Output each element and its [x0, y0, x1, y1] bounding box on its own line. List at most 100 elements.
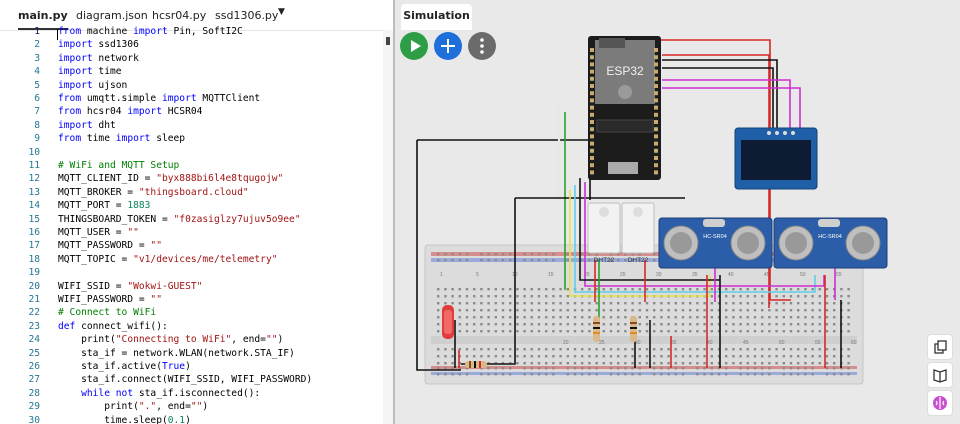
code-token: # Connect to WiFi [58, 307, 157, 319]
code-text: MQTT_TOPIC = "v1/devices/me/telemetry" [58, 253, 278, 266]
tab-main-py[interactable]: main.py [18, 0, 68, 30]
resistor-3[interactable] [630, 316, 637, 342]
code-token: from [58, 133, 82, 145]
code-line[interactable]: 19 [0, 266, 380, 279]
oled-display[interactable] [734, 127, 818, 190]
code-token [58, 388, 81, 399]
editor-scrollbar[interactable] [383, 30, 393, 424]
code-text: MQTT_PASSWORD = "" [58, 239, 162, 252]
tab-ssd1306-py[interactable]: ssd1306.py [215, 9, 279, 22]
code-token: MQTT_BROKER = [58, 186, 139, 198]
code-token: MQTT_TOPIC = [58, 253, 134, 265]
wires [416, 39, 842, 371]
editor-scroll-thumb[interactable] [386, 37, 390, 45]
more-options-button[interactable] [468, 32, 496, 60]
docs-button[interactable] [927, 362, 953, 388]
line-number: 23 [28, 320, 40, 332]
ai-assistant-button[interactable] [927, 390, 953, 416]
code-text: MQTT_PORT = 1883 [58, 199, 150, 212]
code-token: "byx888bi6l4e8tqugojw" [156, 173, 284, 185]
led-red[interactable] [442, 305, 454, 339]
code-text: WIFI_SSID = "Wokwi-GUEST" [58, 280, 202, 293]
breadboard-number: 45 [764, 272, 770, 278]
code-token: WIFI_SSID = [58, 280, 128, 292]
resistor-1[interactable] [465, 361, 487, 368]
copy-button[interactable] [927, 334, 953, 360]
code-token: 0.1 [167, 414, 186, 424]
code-token: while [81, 387, 110, 399]
play-icon [411, 40, 421, 52]
code-token: from [58, 26, 82, 37]
tab-hcsr04-py[interactable]: hcsr04.py [152, 9, 207, 22]
code-text: # WiFi and MQTT Setup [58, 159, 179, 172]
code-text: MQTT_BROKER = "thingsboard.cloud" [58, 186, 249, 199]
code-token: True [161, 361, 186, 372]
code-text: import dht [58, 119, 116, 132]
code-line[interactable]: 25 sta_if = network.WLAN(network.STA_IF) [0, 347, 380, 360]
breadboard-number: 35 [692, 272, 698, 278]
ultrasonic-sensor-2[interactable]: HC-SR04 [773, 217, 888, 269]
code-token: sta_if.isconnected(): [133, 387, 261, 399]
code-token: "." [138, 401, 157, 413]
code-line[interactable]: 27 sta_if.connect(WIFI_SSID, WIFI_PASSWO… [0, 373, 380, 386]
add-part-button[interactable] [434, 32, 462, 60]
code-token: print( [58, 334, 116, 346]
line-number: 9 [34, 133, 40, 145]
code-token: not [115, 387, 134, 399]
panel-divider[interactable] [393, 0, 395, 424]
code-token: 1883 [127, 200, 151, 212]
code-token: time [81, 133, 116, 145]
code-token: dht [92, 119, 116, 131]
breadboard-number: 25 [599, 340, 605, 346]
resistor-2[interactable] [593, 316, 600, 342]
code-token: ) [185, 361, 191, 372]
tab-simulation[interactable]: Simulation [401, 4, 472, 30]
code-line[interactable]: 30 time.sleep(0.1) [0, 414, 380, 424]
code-token: machine [81, 26, 134, 37]
dht22-sensor-1[interactable]: DHT22 [587, 202, 621, 264]
brain-icon [933, 396, 947, 410]
code-token: # WiFi and MQTT Setup [58, 160, 180, 171]
code-token: "Wokwi-GUEST" [127, 280, 203, 292]
tab-diagram-json[interactable]: diagram.json [76, 9, 148, 22]
breadboard-number: 45 [743, 340, 749, 346]
code-text: from hcsr04 import HCSR04 [58, 105, 202, 118]
play-button[interactable] [400, 32, 428, 60]
code-line[interactable]: 11# WiFi and MQTT Setup [0, 159, 380, 172]
line-number: 3 [34, 52, 40, 64]
dht22-sensor-2[interactable]: DHT22 [621, 202, 655, 264]
code-text: import time [58, 65, 122, 78]
code-line[interactable]: 29 print(".", end="") [0, 400, 380, 413]
code-line[interactable]: 22# Connect to WiFi [0, 306, 380, 319]
code-line[interactable]: 26 sta_if.active(True) [0, 360, 380, 373]
breadboard-number: 60 [851, 340, 857, 346]
caret-down-icon[interactable]: ▼ [278, 7, 285, 17]
code-line[interactable]: 10 [0, 146, 380, 159]
esp32-board[interactable]: ESP32 [588, 36, 661, 180]
code-line[interactable]: 24 print("Connecting to WiFi", end="") [0, 333, 380, 346]
ultrasonic-sensor-1[interactable]: HC-SR04 [658, 217, 773, 269]
code-line[interactable]: 28 while not sta_if.isconnected(): [0, 387, 380, 400]
